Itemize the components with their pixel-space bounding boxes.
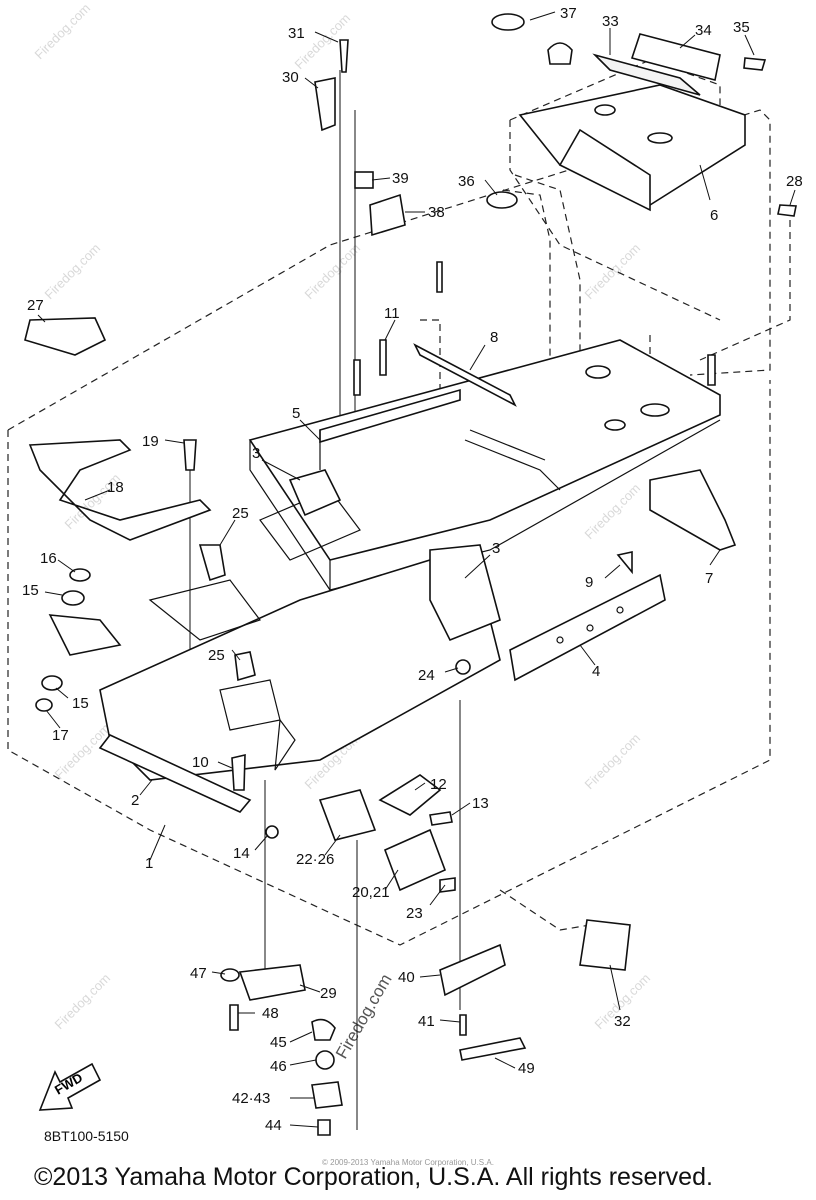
- callout-label: 9: [585, 574, 593, 591]
- callout-label: 40: [398, 969, 415, 986]
- callout-label: 39: [392, 170, 409, 187]
- callout-label: 13: [472, 795, 489, 812]
- callout-label: 3: [252, 445, 260, 462]
- engine-mount-20: [383, 828, 447, 892]
- callout-label: 27: [27, 297, 44, 314]
- diagram-reference-code: 8BT100-5150: [44, 1128, 129, 1144]
- callout-label: 18: [107, 479, 124, 496]
- callout-label: 24: [418, 667, 435, 684]
- callout-label: 33: [602, 13, 619, 30]
- callout-label: 30: [282, 69, 299, 86]
- frame-drawing: FWD: [24, 13, 797, 1136]
- callout-label: 31: [288, 25, 305, 42]
- callout-label: 15: [72, 695, 89, 712]
- callout-label: 17: [52, 727, 69, 744]
- watermark: Firedog.com: [332, 971, 396, 1062]
- callout-label: 32: [614, 1013, 631, 1030]
- copyright-footer: ©2013 Yamaha Motor Corporation, U.S.A. A…: [34, 1163, 713, 1191]
- callout-label: 23: [406, 905, 423, 922]
- callout-label: 36: [458, 173, 475, 190]
- watermark: Firedog.com: [582, 480, 644, 542]
- callout-label: 2: [131, 792, 139, 809]
- front-bumper: [98, 734, 252, 813]
- decal-27: [24, 317, 107, 356]
- callout-label: 8: [490, 329, 498, 346]
- callout-label: 29: [320, 985, 337, 1002]
- callout-label: 41: [418, 1013, 435, 1030]
- callout-label: 35: [733, 19, 750, 36]
- callout-label: 44: [265, 1117, 282, 1134]
- callout-label: 49: [518, 1060, 535, 1077]
- callout-label: 10: [192, 754, 209, 771]
- leader-lines: [37, 11, 796, 1128]
- steering-arm: [28, 439, 212, 541]
- callouts: 31 30 37 33 34 35 39 38 36 6 28 27 11 8 …: [22, 5, 803, 1134]
- callout-label: 25: [208, 647, 225, 664]
- small-copyright-notice: © 2009-2013 Yamaha Motor Corporation, U.…: [322, 1158, 494, 1167]
- watermark: Firedog.com: [582, 240, 644, 302]
- callout-label: 12: [430, 776, 447, 793]
- callout-label: 25: [232, 505, 249, 522]
- callout-label: 47: [190, 965, 207, 982]
- watermark: Firedog.com: [52, 970, 114, 1032]
- callout-label: 38: [428, 204, 445, 221]
- bulkhead-3: [429, 544, 501, 642]
- watermark: Firedog.com: [302, 240, 364, 302]
- callout-label: 16: [40, 550, 57, 567]
- seat-trim-part: [592, 53, 701, 96]
- callout-label: 7: [705, 570, 713, 587]
- callout-label: 3: [492, 540, 500, 557]
- callout-label: 5: [292, 405, 300, 422]
- callout-label: 11: [384, 305, 400, 322]
- callout-label: 28: [786, 173, 803, 190]
- callout-label: 1: [145, 855, 153, 872]
- callout-label: 15: [22, 582, 39, 599]
- parts-diagram: Firedog.com Firedog.com Firedog.com Fire…: [7, 0, 803, 1136]
- forward-arrow-icon: [38, 1062, 102, 1111]
- callout-label: 45: [270, 1034, 287, 1051]
- callout-label: 19: [142, 433, 159, 450]
- callout-label: 42·43: [232, 1090, 270, 1107]
- callout-label: 6: [710, 207, 718, 224]
- callout-label: 4: [592, 663, 600, 680]
- callout-label: 34: [695, 22, 712, 39]
- callout-label: 48: [262, 1005, 279, 1022]
- part-32: [579, 919, 631, 971]
- watermark: Firedog.com: [582, 730, 644, 792]
- callout-label: 37: [560, 5, 577, 22]
- callout-label: 46: [270, 1058, 287, 1075]
- watermark: Firedog.com: [32, 0, 94, 62]
- callout-label: 22·26: [296, 851, 334, 868]
- callout-label: 20,21: [352, 884, 390, 901]
- callout-label: 14: [233, 845, 250, 862]
- watermark: Firedog.com: [42, 240, 104, 302]
